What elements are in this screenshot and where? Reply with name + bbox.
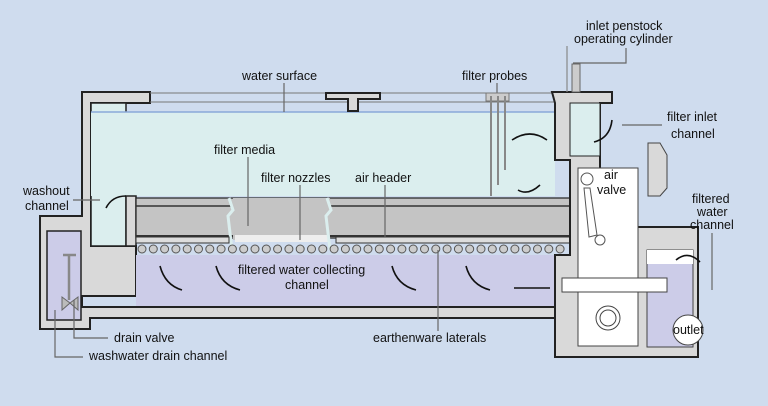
label-washout-2: channel — [25, 199, 69, 213]
lateral — [465, 244, 475, 254]
label-inlet-penstock-2: operating cylinder — [574, 32, 673, 46]
label-inlet-penstock-1: inlet penstock — [586, 19, 663, 33]
lateral — [408, 244, 418, 254]
filter-probes — [485, 92, 510, 196]
label-filter-media: filter media — [214, 143, 275, 157]
lateral — [227, 244, 237, 254]
lateral — [487, 244, 497, 254]
lateral — [261, 244, 271, 254]
lateral — [160, 244, 170, 254]
label-filtered-water-1: filtered — [692, 192, 730, 206]
lateral — [329, 244, 339, 254]
lateral — [137, 244, 147, 254]
top-beam — [325, 92, 381, 112]
side-casing — [647, 142, 668, 197]
label-filter-probes: filter probes — [462, 69, 527, 83]
lateral — [284, 244, 294, 254]
label-air-valve-2: valve — [597, 183, 626, 197]
air-header — [335, 236, 573, 244]
filter-inlet-channel — [569, 102, 601, 157]
lateral — [171, 244, 181, 254]
lateral — [205, 244, 215, 254]
lateral — [386, 244, 396, 254]
label-filtered-water-3: channel — [690, 218, 734, 232]
lateral — [544, 244, 554, 254]
lateral — [453, 244, 463, 254]
filter-media — [135, 197, 571, 239]
label-washout-1: washout — [22, 184, 70, 198]
lateral — [442, 244, 452, 254]
lateral — [148, 244, 158, 254]
lateral — [521, 244, 531, 254]
lateral — [194, 244, 203, 254]
flow-arrows — [105, 119, 701, 291]
label-outlet: outlet — [673, 323, 704, 337]
label-filtered-water-2: water — [696, 205, 728, 219]
lateral — [340, 244, 350, 254]
lateral — [499, 244, 509, 254]
lateral — [295, 244, 305, 254]
tank-water — [91, 112, 555, 196]
lateral — [555, 244, 565, 254]
outlet — [672, 314, 704, 346]
lateral — [307, 244, 316, 254]
label-earthenware-laterals: earthenware laterals — [373, 331, 486, 345]
label-collecting-1: filtered water collecting — [238, 263, 365, 277]
lateral — [363, 244, 373, 254]
lateral — [420, 244, 429, 254]
lateral — [250, 244, 260, 254]
filter-nozzles — [235, 235, 328, 242]
label-water-surface: water surface — [241, 69, 317, 83]
drain-valve — [61, 253, 79, 312]
label-filter-inlet-1: filter inlet — [667, 110, 718, 124]
collecting-channel — [136, 255, 570, 307]
lateral — [182, 244, 192, 254]
lateral — [533, 244, 542, 254]
inlet-penstock-cylinder — [566, 46, 581, 93]
lateral — [239, 244, 249, 254]
lateral — [397, 244, 407, 254]
earthenware-laterals — [137, 244, 565, 254]
lateral — [216, 244, 226, 254]
lateral — [273, 244, 283, 254]
label-filter-nozzles: filter nozzles — [261, 171, 330, 185]
label-filter-inlet-2: channel — [671, 127, 715, 141]
label-washwater-drain: washwater drain channel — [88, 349, 227, 363]
label-collecting-2: channel — [285, 278, 329, 292]
lateral — [374, 244, 384, 254]
lateral — [510, 244, 520, 254]
lateral — [318, 244, 328, 254]
lateral — [352, 244, 362, 254]
label-air-valve-1: air — [604, 168, 618, 182]
lateral — [476, 244, 486, 254]
outlet-pipe — [561, 277, 668, 293]
air-valve — [580, 172, 606, 246]
label-drain-valve: drain valve — [114, 331, 174, 345]
label-air-header: air header — [355, 171, 411, 185]
